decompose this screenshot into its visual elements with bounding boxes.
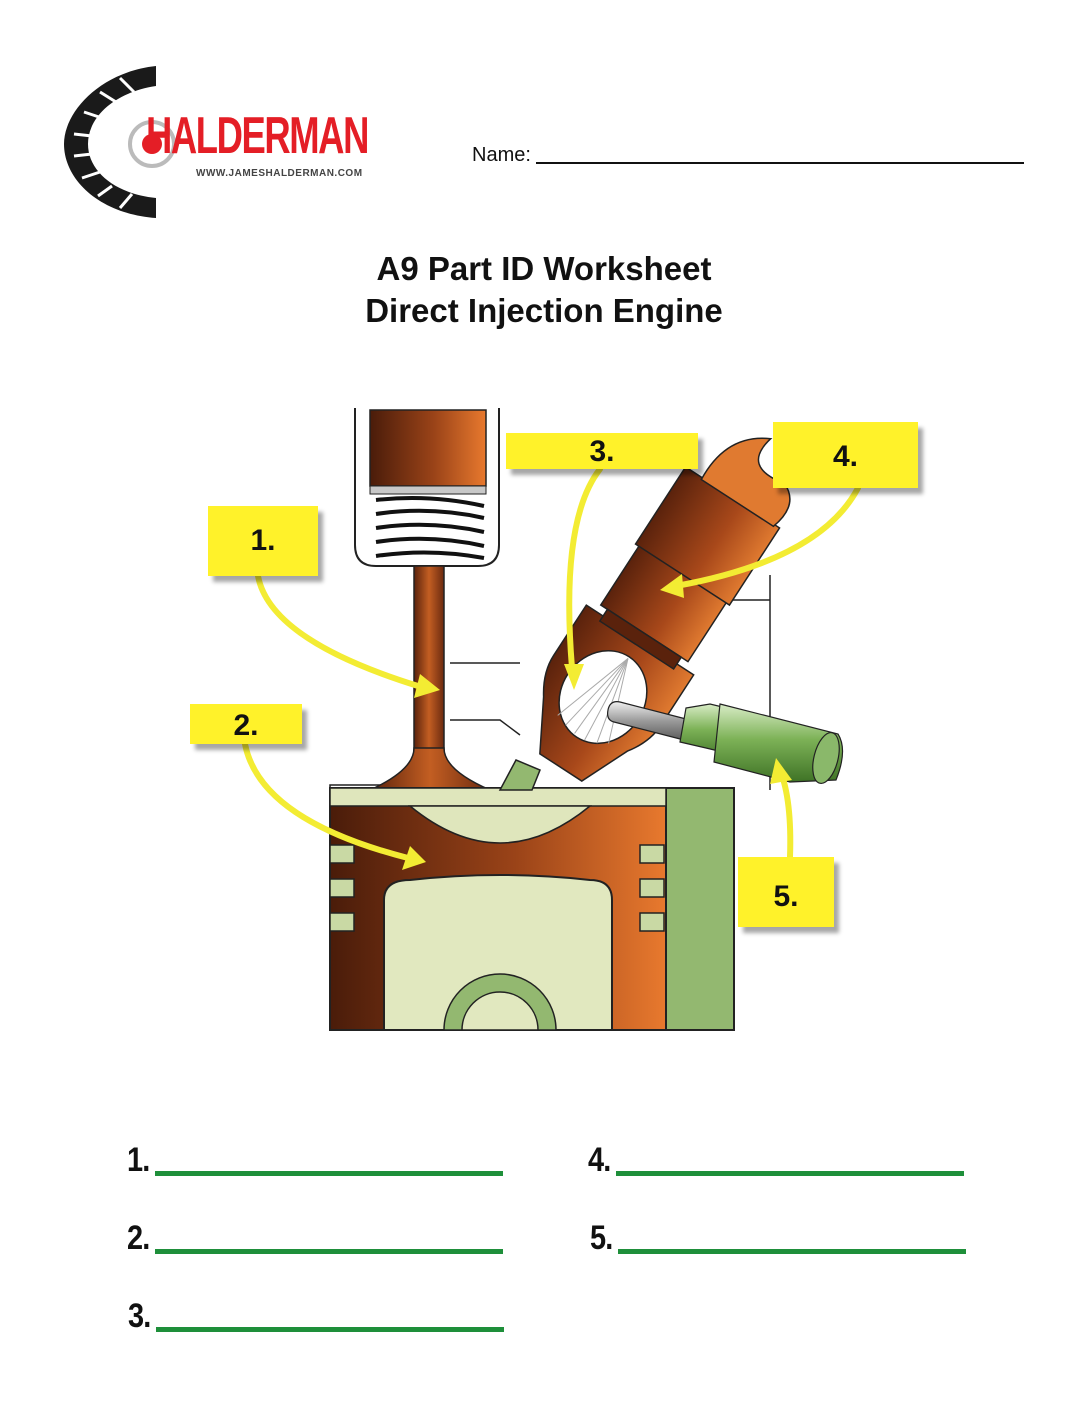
callout-5: 5. xyxy=(738,857,834,927)
callout-4: 4. xyxy=(773,422,918,488)
answer-row-4: 4. xyxy=(588,1140,968,1180)
answer-row-3: 3. xyxy=(128,1296,508,1336)
answer-blank-4[interactable] xyxy=(616,1171,964,1176)
answer-number: 4. xyxy=(588,1141,611,1179)
website-text: WWW.JAMESHALDERMAN.COM xyxy=(196,168,363,179)
answer-number: 5. xyxy=(590,1219,613,1257)
answer-blank-1[interactable] xyxy=(155,1171,503,1176)
callout-2: 2. xyxy=(190,704,302,744)
valve-spring-assembly xyxy=(354,408,500,567)
callout-1: 1. xyxy=(208,506,318,576)
answer-number: 3. xyxy=(128,1297,151,1335)
answer-row-5: 5. xyxy=(590,1218,970,1258)
piston xyxy=(329,787,735,1031)
answer-number: 2. xyxy=(127,1219,150,1257)
page-subtitle: Direct Injection Engine xyxy=(365,292,723,329)
answer-row-1: 1. xyxy=(127,1140,507,1180)
callout-3: 3. xyxy=(506,433,698,469)
answer-blank-2[interactable] xyxy=(155,1249,503,1254)
page-title: A9 Part ID Worksheet xyxy=(376,250,712,287)
name-field[interactable] xyxy=(536,162,1024,164)
answer-row-2: 2. xyxy=(127,1218,507,1258)
answer-blank-3[interactable] xyxy=(156,1327,504,1332)
halderman-tire-logo xyxy=(64,66,176,218)
answer-blank-5[interactable] xyxy=(618,1249,966,1254)
spark-plug xyxy=(607,701,844,784)
name-label: Name: xyxy=(472,144,531,166)
brand-logo-text: HALDERMAN xyxy=(146,107,369,165)
answer-number: 1. xyxy=(127,1141,150,1179)
